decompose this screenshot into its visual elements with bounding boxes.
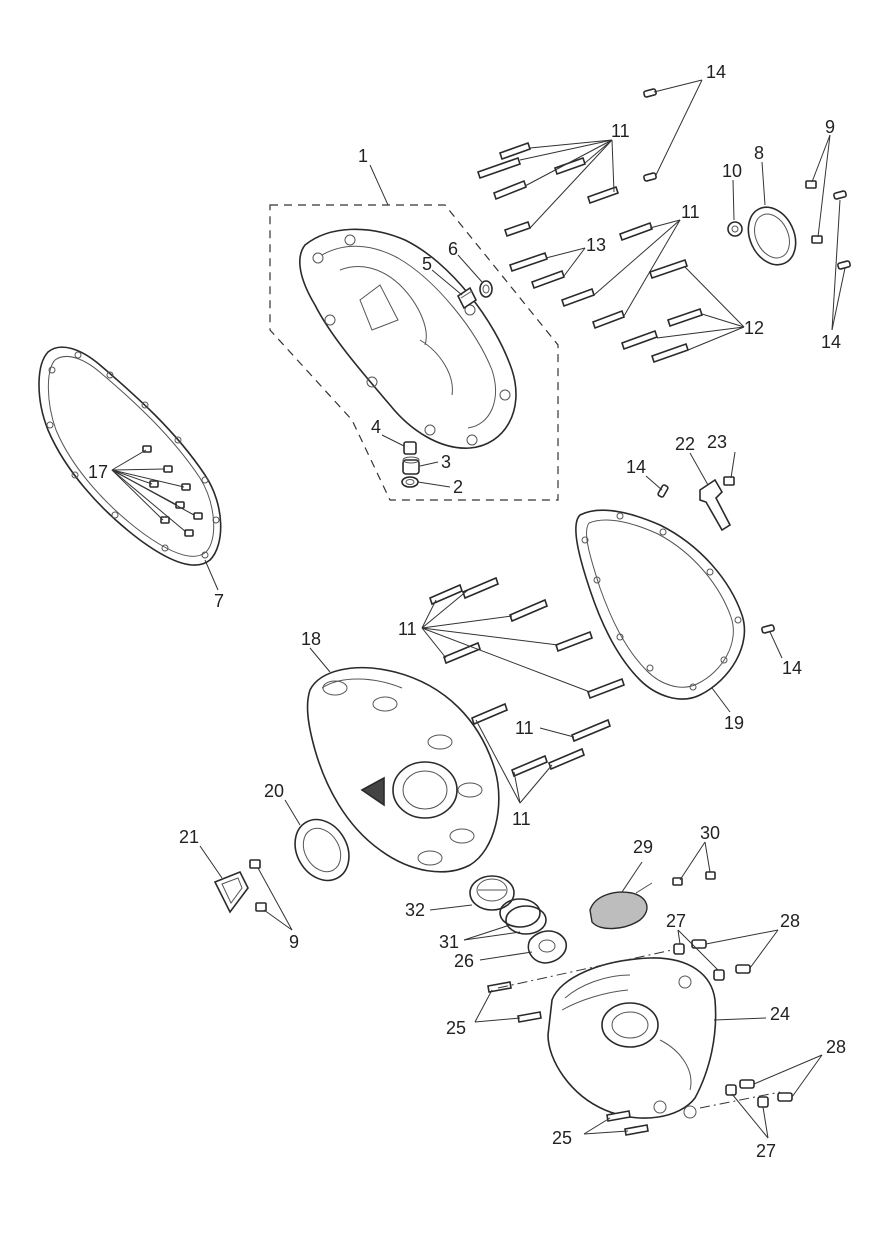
callout-9-top: 9 [825, 117, 835, 137]
plate-8 [747, 206, 797, 266]
seal-6 [479, 280, 493, 298]
callout-11-mid: 11 [681, 202, 700, 222]
callout-1: 1 [358, 146, 368, 166]
gasket-7 [38, 346, 222, 566]
clutch-cover-inner [299, 228, 517, 449]
callout-25-lower: 25 [552, 1128, 572, 1148]
o-ring-2 [401, 476, 419, 488]
o-rings-31 [499, 898, 547, 935]
callout-28-upper: 28 [780, 911, 800, 931]
outer-cover-18 [306, 666, 500, 873]
callout-20: 20 [264, 781, 284, 801]
spacers-27 [673, 943, 769, 1108]
callout-32: 32 [405, 900, 425, 920]
callout-25-upper: 25 [446, 1018, 466, 1038]
callout-22: 22 [675, 434, 695, 454]
callout-14-lower: 14 [782, 658, 802, 678]
callout-8: 8 [754, 143, 764, 163]
gasket-19 [575, 509, 746, 700]
callout-13: 13 [586, 235, 606, 255]
callout-18: 18 [301, 629, 321, 649]
bolts-12 [620, 258, 704, 364]
screws-9-top [805, 180, 823, 244]
dowels-14-mid [657, 484, 775, 634]
callout-3: 3 [441, 452, 451, 472]
callout-10: 10 [722, 161, 742, 181]
gasket-26 [527, 930, 567, 964]
callout-11-top: 11 [611, 121, 630, 141]
spacer-3 [402, 456, 420, 475]
callout-27-upper: 27 [666, 911, 686, 931]
alignment-line [497, 949, 673, 989]
group-outline-dashed [269, 204, 559, 501]
callout-26: 26 [454, 951, 474, 971]
bearing-5 [456, 286, 478, 310]
callout-11-right: 11 [515, 718, 534, 738]
plug-10 [727, 221, 743, 237]
callout-11-left: 11 [398, 619, 417, 639]
callout-30: 30 [700, 823, 720, 843]
callout-29: 29 [633, 837, 653, 857]
leader-lines [111, 79, 846, 1139]
badge-21 [213, 870, 249, 914]
window-29 [589, 882, 653, 930]
callout-17: 17 [88, 462, 108, 482]
bolts-28 [691, 939, 793, 1102]
callout-5: 5 [422, 254, 432, 274]
bolts-11-top [476, 141, 620, 238]
screws-30 [672, 871, 716, 886]
callout-14-right: 14 [821, 332, 841, 352]
bolts-13 [508, 251, 566, 290]
callout-7: 7 [214, 591, 224, 611]
dowels-14-top [643, 88, 657, 182]
dowels-14-right [833, 190, 851, 270]
screws-9-lower [249, 859, 267, 912]
callout-4: 4 [371, 417, 381, 437]
filler-cap-32 [469, 875, 515, 911]
callout-24: 24 [770, 1004, 790, 1024]
drive-cover-24 [547, 957, 717, 1119]
bracket-22 [699, 478, 732, 532]
callout-31: 31 [439, 932, 459, 952]
callout-23: 23 [707, 432, 727, 452]
callout-12: 12 [744, 318, 764, 338]
callout-14-mid: 14 [626, 457, 646, 477]
alignment-line [699, 1091, 781, 1109]
bolts-11-lower [429, 576, 626, 778]
callout-9-lower: 9 [289, 932, 299, 952]
plug-4 [403, 441, 417, 455]
callout-11-bottom: 11 [512, 809, 531, 829]
callout-14-top: 14 [706, 62, 726, 82]
callout-28-lower: 28 [826, 1037, 846, 1057]
callout-19: 19 [724, 713, 744, 733]
callout-6: 6 [448, 239, 458, 259]
callout-27-lower: 27 [756, 1141, 776, 1161]
screw-23 [723, 476, 735, 486]
callout-21: 21 [179, 827, 199, 847]
bolts-11-mid [560, 221, 654, 330]
callout-2: 2 [453, 477, 463, 497]
seal-20 [294, 818, 350, 882]
